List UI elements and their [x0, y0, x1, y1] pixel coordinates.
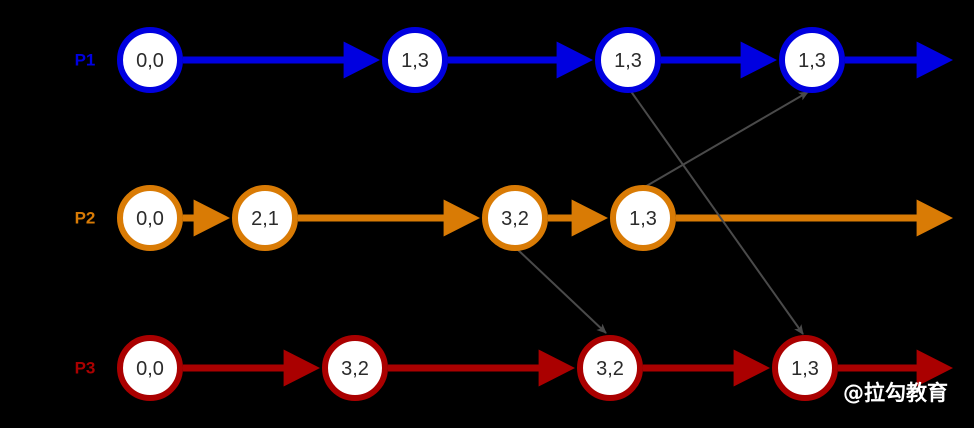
- event-node-circle: [595, 27, 661, 93]
- row-label-p3: P3: [75, 359, 96, 378]
- row-label-p1: P1: [75, 51, 96, 70]
- event-node-circle: [117, 185, 183, 251]
- event-node-p1-3[interactable]: 1,3: [595, 27, 661, 93]
- event-node-p3-3[interactable]: 3,2: [577, 335, 643, 401]
- event-node-circle: [577, 335, 643, 401]
- watermark-text: @拉勾教育: [843, 381, 948, 405]
- message-arrow-p2-to-p1: [642, 91, 809, 189]
- event-node-label: 0,0: [136, 208, 164, 230]
- event-node-label: 3,2: [501, 208, 529, 230]
- event-node-label: 1,3: [798, 50, 826, 72]
- event-node-p2-1[interactable]: 0,0: [117, 185, 183, 251]
- watermark: @拉勾教育: [843, 381, 948, 405]
- event-node-label: 1,3: [401, 50, 429, 72]
- event-node-circle: [382, 27, 448, 93]
- event-node-circle: [117, 27, 183, 93]
- event-node-p3-4[interactable]: 1,3: [772, 335, 838, 401]
- message-arrow-p1-to-p3: [629, 89, 804, 335]
- message-arrow-p2-to-p3: [516, 248, 607, 334]
- event-node-circle: [232, 185, 298, 251]
- event-node-circle: [482, 185, 548, 251]
- event-node-circle: [117, 335, 183, 401]
- event-node-circle: [772, 335, 838, 401]
- event-node-circle: [610, 185, 676, 251]
- event-node-p1-4[interactable]: 1,3: [779, 27, 845, 93]
- row-label-p2: P2: [75, 209, 96, 228]
- event-node-label: 3,2: [596, 358, 624, 380]
- event-node-p3-2[interactable]: 3,2: [322, 335, 388, 401]
- timeline-group: [183, 41, 954, 387]
- event-node-p2-2[interactable]: 2,1: [232, 185, 298, 251]
- event-node-label: 1,3: [791, 358, 819, 380]
- event-node-label: 1,3: [629, 208, 657, 230]
- event-node-circle: [322, 335, 388, 401]
- event-node-label: 0,0: [136, 358, 164, 380]
- event-node-p2-3[interactable]: 3,2: [482, 185, 548, 251]
- event-node-p3-1[interactable]: 0,0: [117, 335, 183, 401]
- event-node-label: 2,1: [251, 208, 279, 230]
- event-node-p2-4[interactable]: 1,3: [610, 185, 676, 251]
- message-arrow-group: [516, 89, 809, 335]
- event-node-p1-2[interactable]: 1,3: [382, 27, 448, 93]
- event-node-label: 3,2: [341, 358, 369, 380]
- event-node-label: 0,0: [136, 50, 164, 72]
- event-node-group: 0,0 1,3 1,3 1,3 0,0 2,1 3,2 1,3 0,0 3,2 3,2 1,3: [117, 27, 845, 401]
- event-node-circle: [779, 27, 845, 93]
- event-node-p1-1[interactable]: 0,0: [117, 27, 183, 93]
- event-node-label: 1,3: [614, 50, 642, 72]
